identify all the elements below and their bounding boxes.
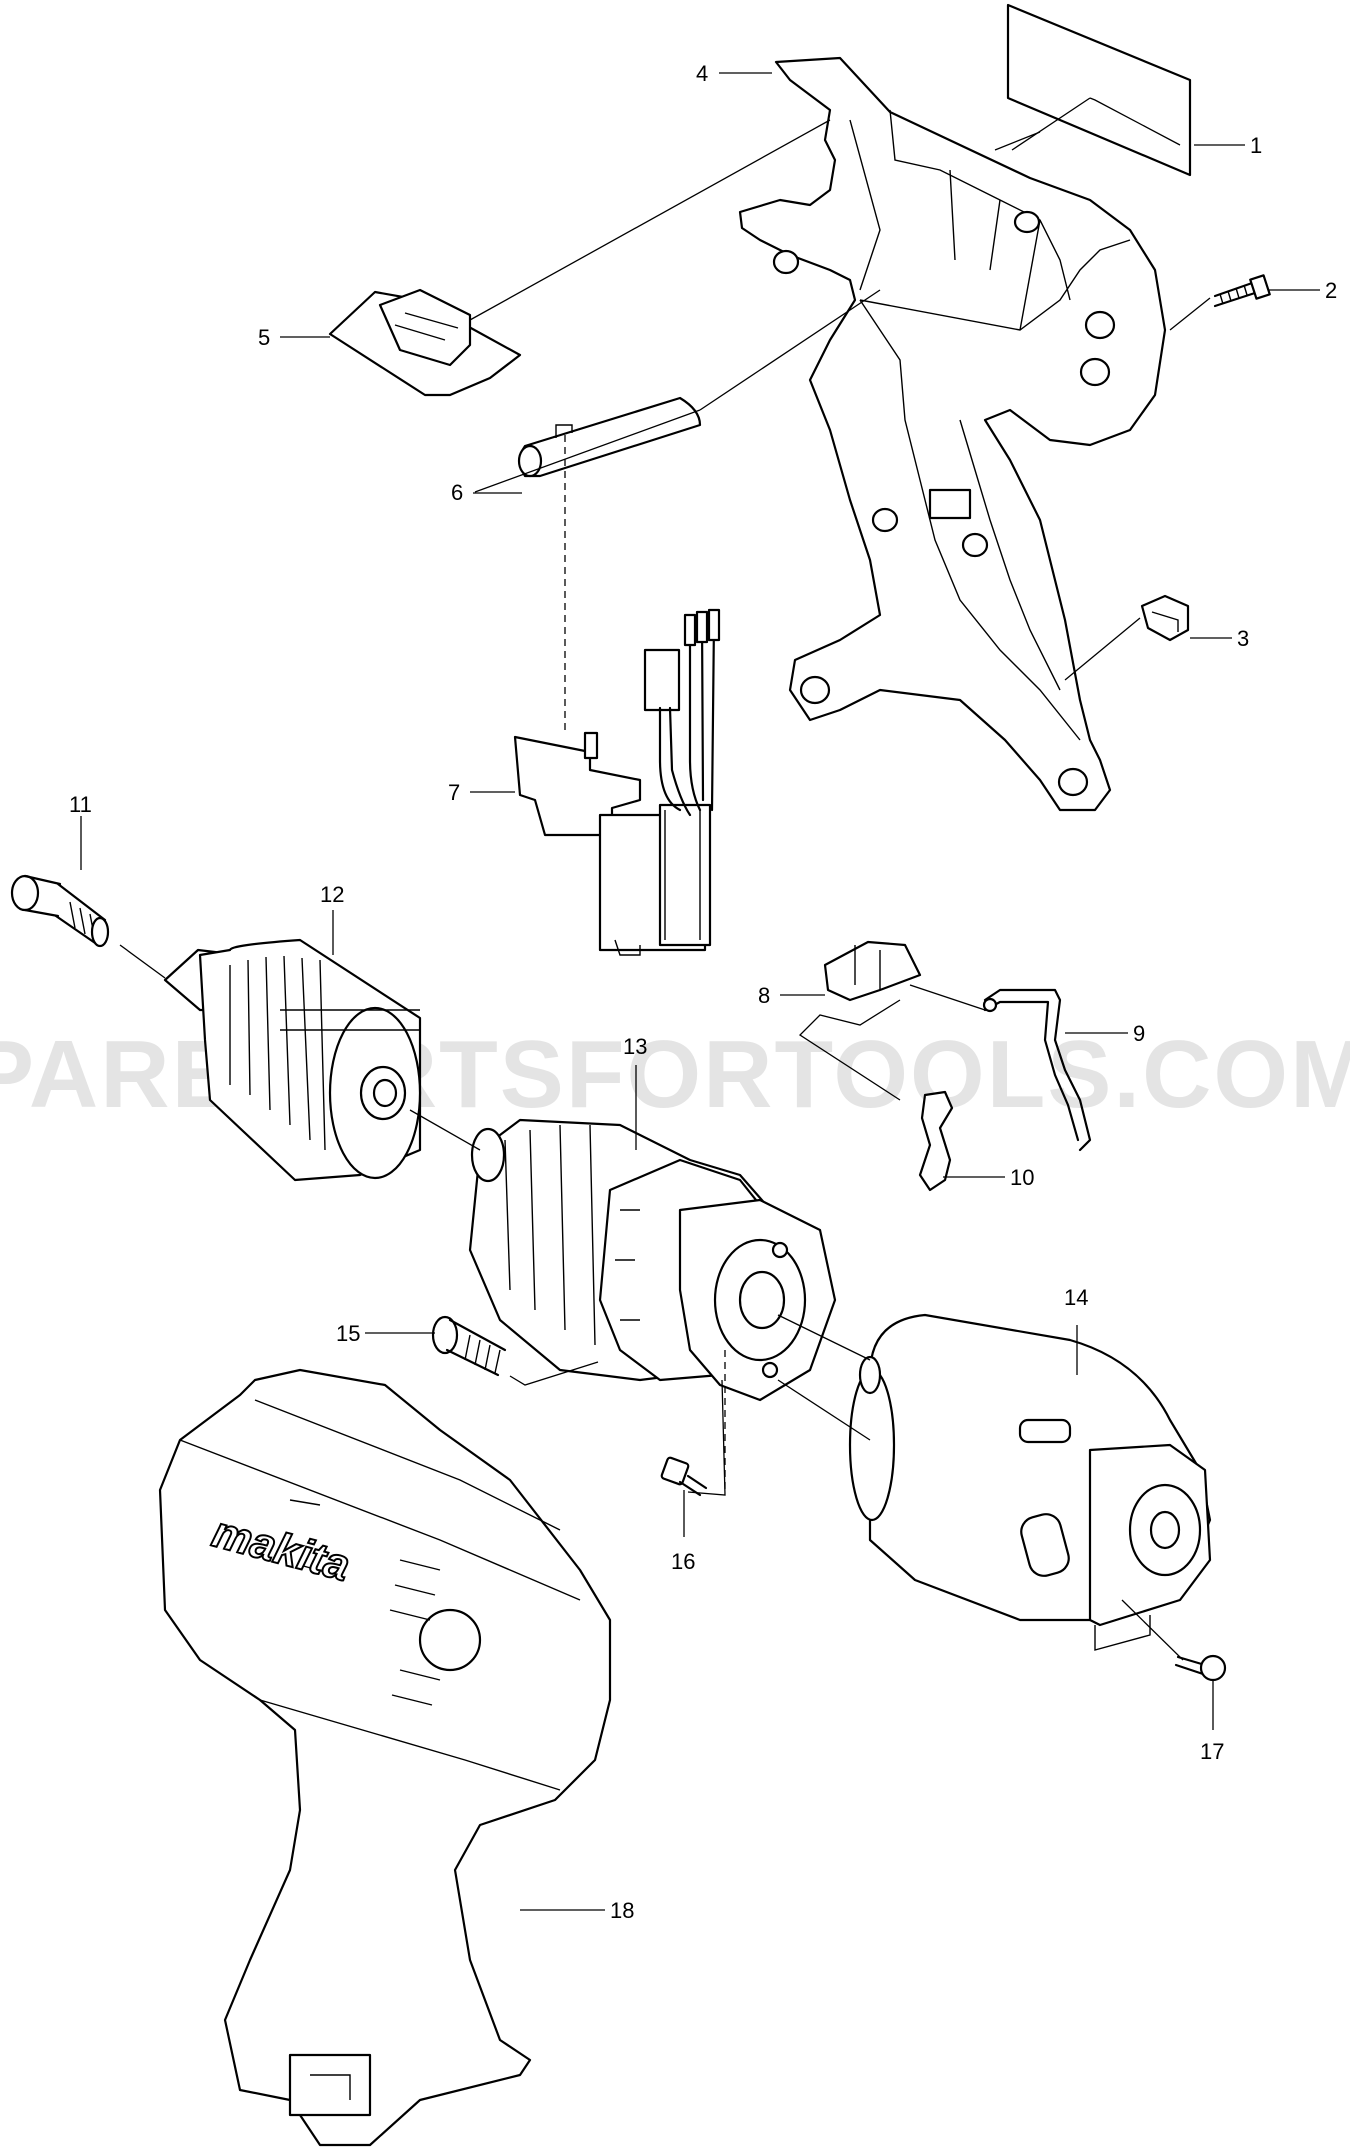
leader-lines xyxy=(80,72,1320,1911)
callout-8: 8 xyxy=(758,983,770,1008)
part-17-screw xyxy=(1174,1654,1227,1682)
callout-10: 10 xyxy=(1010,1165,1034,1190)
part-5-slide-switch xyxy=(328,288,522,397)
callout-15: 15 xyxy=(336,1321,360,1346)
part-11-chuck-screw xyxy=(10,874,110,948)
part-7-switch-unit xyxy=(513,608,721,956)
part-12-drill-chuck xyxy=(163,938,422,1182)
part-16-screw xyxy=(660,1456,708,1497)
callout-numbers: 1 2 3 4 5 6 7 8 9 10 11 12 13 14 15 16 1… xyxy=(69,61,1337,1923)
part-6-bar xyxy=(517,396,702,478)
callout-9: 9 xyxy=(1133,1021,1145,1046)
part-1-label-plate xyxy=(1006,3,1192,177)
watermark-text: PAREPARTSFORTOOLS.COM.A xyxy=(0,1021,1350,1128)
part-4-housing-half xyxy=(738,56,1167,812)
callout-12: 12 xyxy=(320,882,344,907)
callout-14: 14 xyxy=(1064,1285,1088,1310)
callout-6: 6 xyxy=(451,480,463,505)
part-8-brush-holder xyxy=(823,940,922,1002)
callout-17: 17 xyxy=(1200,1739,1224,1764)
part-2-screw xyxy=(1213,274,1271,308)
part-9-spring-bracket xyxy=(982,988,1092,1152)
callout-18: 18 xyxy=(610,1898,634,1923)
part-14-motor xyxy=(848,1313,1212,1651)
part-13-gear-assembly xyxy=(468,1118,837,1402)
callout-2: 2 xyxy=(1325,278,1337,303)
callout-13: 13 xyxy=(623,1034,647,1059)
part-3-clip xyxy=(1140,594,1190,642)
part-15-long-screw xyxy=(431,1315,507,1377)
callout-4: 4 xyxy=(696,61,708,86)
callout-1: 1 xyxy=(1250,133,1262,158)
callout-5: 5 xyxy=(258,325,270,350)
callout-7: 7 xyxy=(448,780,460,805)
callout-11: 11 xyxy=(69,792,92,817)
callout-3: 3 xyxy=(1237,626,1249,651)
part-18-housing: makita xyxy=(158,1368,612,2147)
part-10-spring xyxy=(918,1090,954,1192)
callout-16: 16 xyxy=(671,1549,695,1574)
